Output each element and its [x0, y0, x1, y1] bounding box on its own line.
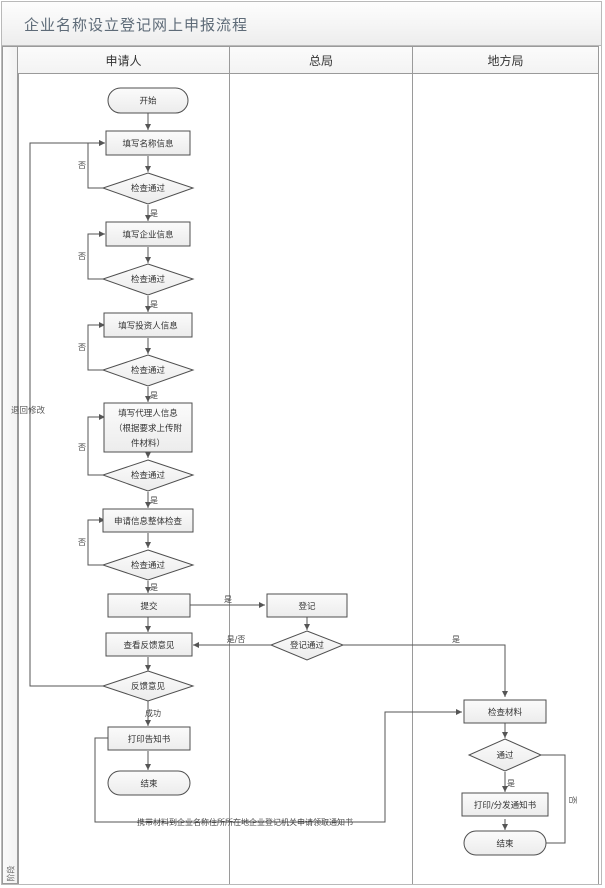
node-check5-label: 检查通过 — [131, 560, 166, 571]
edge-label-yes1: 是 — [150, 209, 158, 218]
title-bar: 企业名称设立登记网上申报流程 — [2, 2, 601, 46]
node-submit[interactable]: 提交 — [107, 593, 191, 618]
node-register-pass-label: 登记通过 — [290, 640, 325, 651]
node-fill-company[interactable]: 填写企业信息 — [105, 221, 191, 247]
node-check5[interactable]: 检查通过 — [101, 549, 195, 581]
node-print-distribute-label: 打印/分发通知书 — [474, 800, 537, 811]
edge-label-pass-yes: 是 — [507, 779, 515, 788]
node-register[interactable]: 登记 — [266, 593, 348, 618]
edge-label-carry-materials: 携带材料到企业名称住所所在地企业登记机关申请领取通知书 — [137, 817, 353, 827]
node-pass-label: 通过 — [496, 750, 514, 761]
node-feedback-decision-label: 反馈意见 — [131, 681, 166, 692]
lane-header-applicant-label: 申请人 — [105, 53, 142, 68]
lane-header-local-bureau-label: 地方局 — [487, 53, 524, 68]
label-back-to-modify: 退回修改 — [11, 405, 46, 416]
edge-label-yes2: 是 — [150, 300, 158, 309]
lane-body-general-bureau — [230, 74, 413, 884]
node-check-materials[interactable]: 检查材料 — [463, 699, 547, 724]
node-register-pass[interactable]: 登记通过 — [269, 630, 345, 661]
edge-label-pass-no: 否 — [568, 796, 577, 804]
node-check4[interactable]: 检查通过 — [101, 459, 195, 492]
edge-label-success: 成功 — [145, 708, 161, 718]
node-check4-label: 检查通过 — [131, 470, 166, 481]
edge-label-yes3: 是 — [150, 391, 158, 400]
node-overall-check-label: 申请信息整体检查 — [114, 516, 183, 527]
node-submit-label: 提交 — [140, 601, 158, 612]
node-end-applicant-label: 结束 — [140, 779, 158, 790]
node-pass[interactable]: 通过 — [467, 738, 543, 772]
edge-label-no3: 否 — [78, 343, 86, 352]
node-check1-label: 检查通过 — [131, 183, 166, 194]
node-check3-label: 检查通过 — [131, 365, 166, 376]
edge-label-register-yes: 是 — [452, 635, 460, 644]
node-feedback-decision[interactable]: 反馈意见 — [101, 670, 195, 702]
edge-label-register-yesno: 是/否 — [227, 635, 246, 644]
node-fill-agent[interactable]: 填写代理人信息 （根据要求上传附 件材料） — [103, 402, 193, 453]
node-check2-label: 检查通过 — [131, 274, 166, 285]
node-view-feedback-label: 查看反馈意见 — [123, 640, 175, 651]
node-end-applicant[interactable]: 结束 — [107, 770, 191, 796]
lane-header-general-bureau-label: 总局 — [308, 53, 333, 68]
lane-header-applicant: 申请人 — [18, 46, 230, 74]
edge-label-submit-yes: 是 — [224, 595, 232, 604]
node-check1[interactable]: 检查通过 — [101, 172, 195, 205]
node-fill-agent-label-line3: 件材料） — [131, 438, 165, 449]
flow-connectors — [29, 113, 566, 846]
node-register-label: 登记 — [298, 601, 316, 612]
node-fill-agent-label-line1: 填写代理人信息 — [118, 408, 178, 419]
node-view-feedback[interactable]: 查看反馈意见 — [105, 632, 193, 657]
lane-header-general-bureau: 总局 — [230, 46, 413, 74]
node-fill-agent-label-line2: （根据要求上传附 — [114, 423, 183, 434]
edge-label-no4: 否 — [78, 443, 86, 452]
node-end-local-label: 结束 — [496, 839, 514, 850]
node-check2[interactable]: 检查通过 — [101, 263, 195, 296]
edge-label-no2: 否 — [78, 252, 86, 261]
node-check-materials-label: 检查材料 — [488, 707, 523, 718]
node-end-local[interactable]: 结束 — [463, 830, 547, 856]
lane-header-local-bureau: 地方局 — [413, 46, 599, 74]
node-fill-investor-label: 填写投资人信息 — [118, 321, 178, 332]
node-start[interactable]: 开始 — [107, 87, 189, 114]
page-title: 企业名称设立登记网上申报流程 — [24, 16, 249, 34]
node-print-distribute[interactable]: 打印/分发通知书 — [461, 792, 549, 817]
node-fill-name[interactable]: 填写名称信息 — [105, 130, 191, 156]
edge-label-no5: 否 — [78, 538, 86, 547]
node-print-notice-label: 打印告知书 — [128, 734, 171, 745]
edge-label-no1: 否 — [78, 161, 86, 170]
node-start-label: 开始 — [139, 96, 157, 107]
node-overall-check[interactable]: 申请信息整体检查 — [102, 508, 194, 533]
node-check3[interactable]: 检查通过 — [101, 354, 195, 387]
edge-label-yes4: 是 — [150, 496, 158, 505]
node-fill-investor[interactable]: 填写投资人信息 — [103, 312, 193, 338]
node-fill-name-label: 填写名称信息 — [122, 139, 174, 150]
node-fill-company-label: 填写企业信息 — [122, 230, 174, 241]
node-print-notice[interactable]: 打印告知书 — [107, 726, 191, 751]
phase-strip: 阶段 — [2, 46, 18, 884]
edge-label-yes5: 是 — [150, 583, 158, 592]
swimlane-area: 阶段 申请人 总局 地方局 — [2, 46, 601, 885]
